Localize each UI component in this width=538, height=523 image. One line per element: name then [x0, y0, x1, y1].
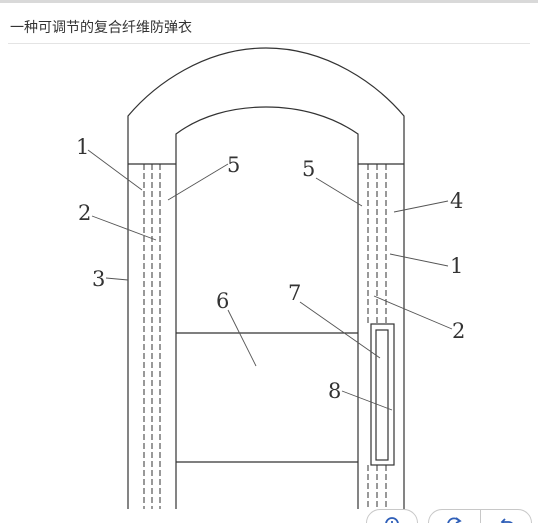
- title-divider: [8, 43, 530, 44]
- zoom-icon: [385, 517, 399, 523]
- leader-left-2: [91, 215, 157, 241]
- label-center-8: 8: [328, 379, 341, 403]
- inner-outline: [175, 106, 359, 509]
- label-right-4: 4: [450, 189, 463, 213]
- label-left-2: 2: [78, 201, 91, 225]
- label-right-1: 1: [450, 254, 463, 278]
- label-left-5: 5: [227, 153, 240, 177]
- label-left-3: 3: [92, 267, 105, 291]
- buckle-inner: [375, 329, 389, 461]
- label-center-6: 6: [216, 289, 229, 313]
- outer-outline: [127, 47, 405, 509]
- vest-drawing: 1 5 2 3 5 4 1 6 7 2 8: [76, 47, 465, 509]
- label-right-2: 2: [452, 319, 465, 343]
- leader-right-5: [315, 177, 363, 207]
- document-title: 一种可调节的复合纤维防弹衣: [10, 20, 192, 36]
- undo-button[interactable]: [479, 510, 531, 523]
- leader-center-6: [227, 309, 257, 367]
- patent-figure: 1 5 2 3 5 4 1 6 7 2 8: [0, 44, 538, 523]
- leader-left-5: [167, 163, 229, 201]
- buckle-outer: [370, 323, 395, 466]
- leader-left-3: [105, 277, 129, 281]
- rotate-control-group: [428, 509, 532, 523]
- undo-icon: [500, 518, 513, 523]
- leader-center-7: [299, 301, 381, 359]
- leader-right-1: [389, 253, 449, 267]
- leader-right-4: [393, 200, 449, 213]
- leader-center-8: [341, 390, 393, 411]
- label-center-7: 7: [288, 281, 301, 305]
- rotate-right-button[interactable]: [429, 510, 480, 523]
- rotate-right-icon: [447, 517, 463, 523]
- label-left-1: 1: [76, 135, 89, 159]
- zoom-button[interactable]: [366, 509, 418, 523]
- label-right-5: 5: [302, 157, 315, 181]
- leader-left-1: [87, 149, 143, 191]
- top-border: [0, 0, 538, 3]
- leader-right-2: [373, 295, 453, 330]
